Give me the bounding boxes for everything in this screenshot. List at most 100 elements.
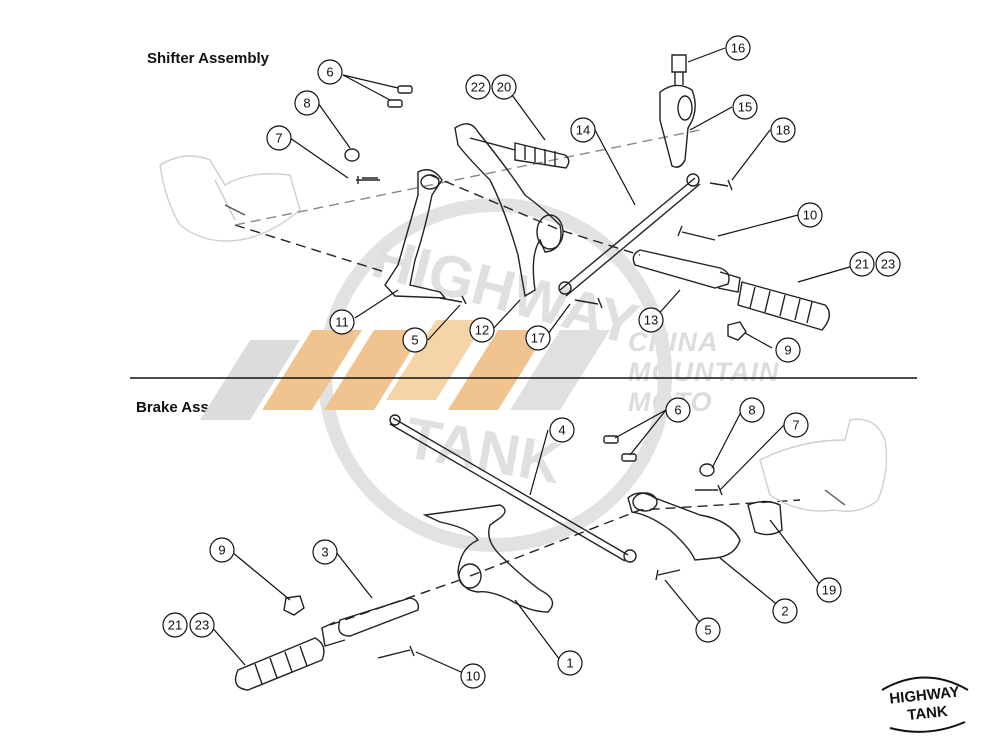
callout-1-brake xyxy=(557,650,583,676)
callout-label: 2 xyxy=(781,604,788,619)
callout-circles xyxy=(162,35,901,689)
callout-label: 10 xyxy=(466,669,480,684)
part-17-screw xyxy=(574,297,603,309)
part-9-nut-brake xyxy=(283,595,305,616)
part-21-rubber-peg xyxy=(737,281,830,331)
callout-label: 15 xyxy=(738,100,752,115)
callout-label: 7 xyxy=(792,418,799,433)
part-10-bolt xyxy=(677,225,716,241)
callout-7-brake xyxy=(783,412,809,438)
callout-label: 17 xyxy=(531,331,545,346)
callout-21 xyxy=(849,251,875,277)
shifter-assembly-title: Shifter Assembly xyxy=(147,50,269,67)
part-8-washer xyxy=(344,148,360,162)
callout-13 xyxy=(638,307,664,333)
callout-20 xyxy=(491,74,517,100)
callout-label: 4 xyxy=(558,423,565,438)
callout-label: 19 xyxy=(822,583,836,598)
callout-label: 12 xyxy=(475,323,489,338)
callout-10 xyxy=(797,202,823,228)
callout-22 xyxy=(465,74,491,100)
callout-label: 16 xyxy=(731,41,745,56)
part-5-bolt xyxy=(439,295,467,305)
callout-label: 5 xyxy=(411,333,418,348)
callout-label: 23 xyxy=(881,257,895,272)
callout-2-brake xyxy=(772,598,798,624)
watermark-tank: TANK xyxy=(401,405,567,496)
callout-6-brake xyxy=(665,397,691,423)
brake-parts xyxy=(234,414,888,691)
part-14-shift-rod xyxy=(559,177,701,297)
callout-14 xyxy=(570,117,596,143)
part-7-screw-brake xyxy=(695,484,723,496)
part-13-pivot-shaft xyxy=(632,249,730,289)
callout-label: 11 xyxy=(335,315,349,330)
part-12-heel-shifter xyxy=(454,123,562,298)
callout-23-brake xyxy=(189,612,215,638)
callout-16 xyxy=(725,35,751,61)
callout-label: 23 xyxy=(195,618,209,633)
part-6-screw-brake xyxy=(603,435,619,444)
callout-label: 18 xyxy=(776,123,790,138)
callout-5-brake xyxy=(695,617,721,643)
part-19-bracket xyxy=(747,500,783,536)
callout-label: 8 xyxy=(303,96,310,111)
brand-logo: HIGHWAY TANK xyxy=(881,676,969,733)
callout-15 xyxy=(732,94,758,120)
callout-23 xyxy=(875,251,901,277)
callout-label: 9 xyxy=(218,543,225,558)
part-5-bolt-brake xyxy=(655,569,681,581)
watermark-mountain: MOUNTAIN xyxy=(628,357,780,387)
callout-label: 6 xyxy=(326,65,333,80)
part-16-screw xyxy=(671,54,687,85)
callout-9-brake xyxy=(209,537,235,563)
callout-9 xyxy=(775,337,801,363)
part-1-brake-pedal xyxy=(422,504,554,613)
callout-6 xyxy=(317,59,343,85)
callout-11 xyxy=(329,309,355,335)
callout-19-brake xyxy=(816,577,842,603)
callout-8-brake xyxy=(739,397,765,423)
callout-label: 8 xyxy=(748,403,755,418)
part-10-bolt-brake xyxy=(377,645,415,659)
callout-label: 3 xyxy=(321,545,328,560)
shifter-parts xyxy=(159,54,830,341)
part-9-nut xyxy=(727,321,747,341)
part-6-screw xyxy=(397,85,413,94)
callout-label: 21 xyxy=(168,618,182,633)
callout-8 xyxy=(294,90,320,116)
callout-17 xyxy=(525,325,551,351)
logo-line1: HIGHWAY xyxy=(889,683,961,707)
watermark-china: CHINA xyxy=(628,327,719,357)
callout-3-brake xyxy=(312,539,338,565)
callout-21-brake xyxy=(162,612,188,638)
callout-label: 10 xyxy=(803,208,817,223)
logo-line2: TANK xyxy=(906,703,948,724)
part-15-clamp xyxy=(659,84,696,168)
callout-label: 7 xyxy=(275,131,282,146)
callout-label: 6 xyxy=(674,403,681,418)
part-8-washer-brake xyxy=(699,463,715,477)
callout-12 xyxy=(469,317,495,343)
callout-label: 14 xyxy=(576,123,590,138)
callout-label: 5 xyxy=(704,623,711,638)
callout-label: 13 xyxy=(644,313,658,328)
callout-18 xyxy=(770,117,796,143)
watermark-graphic: HIGHWAY TANK xyxy=(200,198,672,552)
callout-label: 20 xyxy=(497,80,511,95)
part-11-shifter-arm xyxy=(384,169,447,299)
callout-label: 22 xyxy=(471,80,485,95)
part-2-arm xyxy=(627,492,741,561)
callout-10-brake xyxy=(460,663,486,689)
part-18-screw xyxy=(709,179,733,191)
part-21-rubber-peg-brake xyxy=(234,637,325,691)
part-7-screw xyxy=(356,176,380,184)
callout-label: 1 xyxy=(566,656,573,671)
callout-label: 21 xyxy=(855,257,869,272)
callout-labels: 6 8 7 22 20 16 15 14 18 10 21 23 11 5 12… xyxy=(168,41,895,684)
part-20-peg xyxy=(469,137,570,169)
part-3-pivot-shaft xyxy=(338,597,420,637)
callout-7 xyxy=(266,125,292,151)
part-4-brake-rod xyxy=(389,417,629,562)
